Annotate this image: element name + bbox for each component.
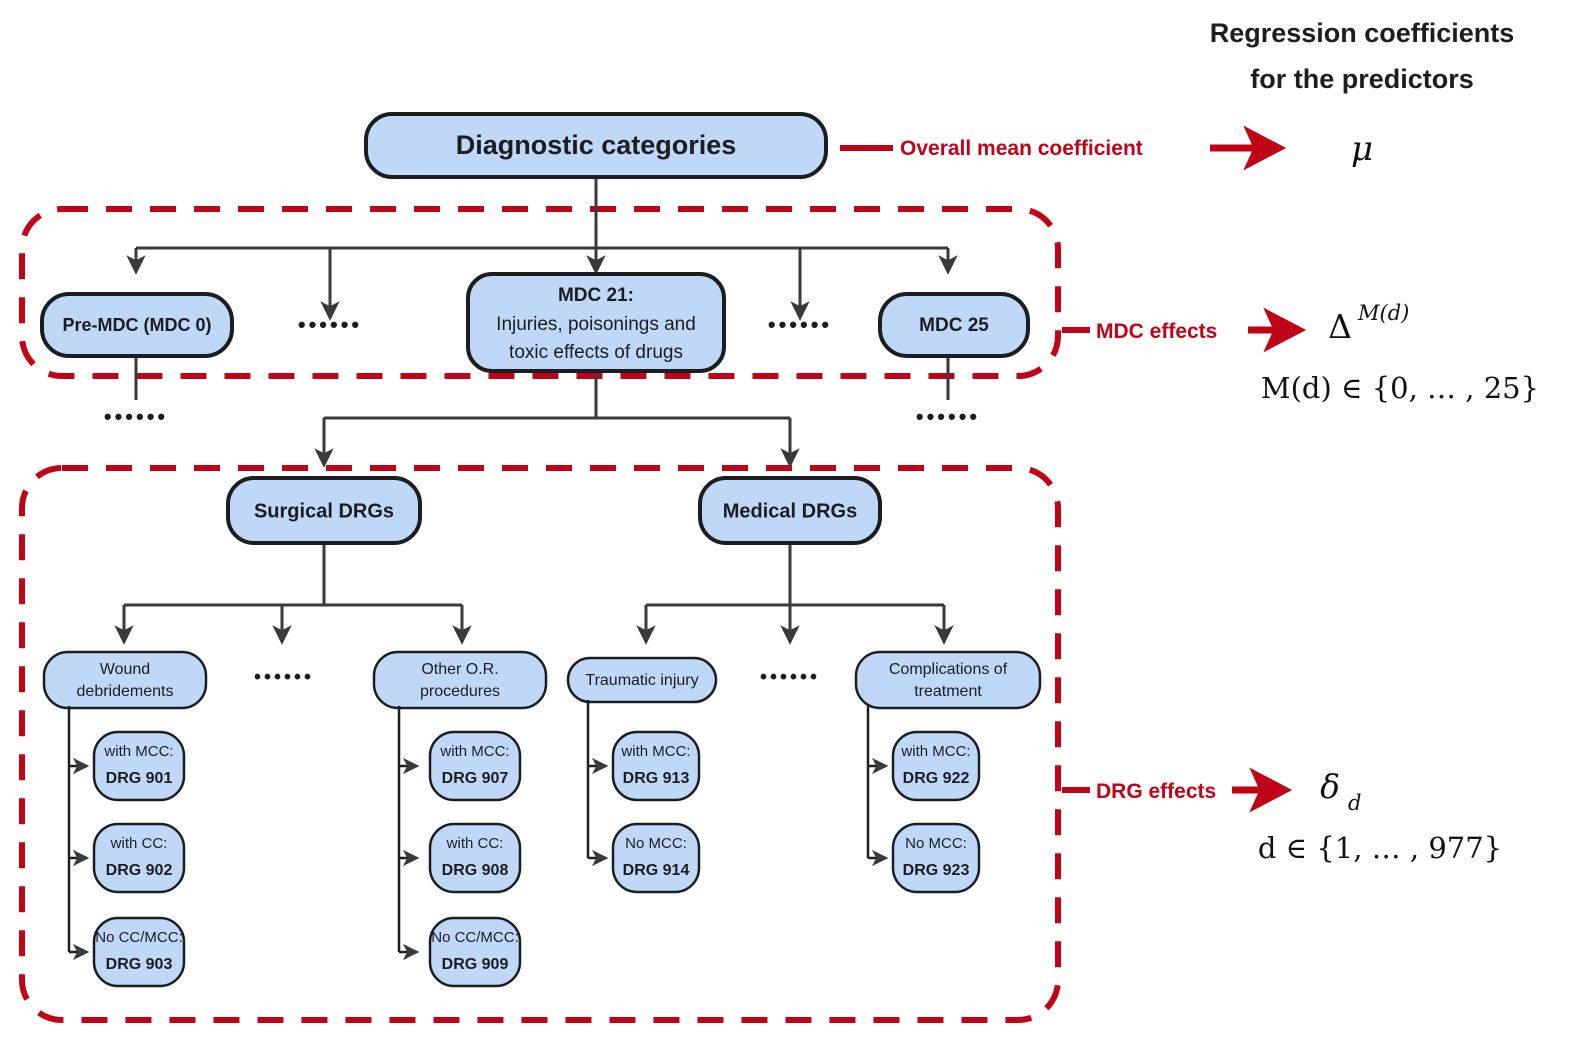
node-drg-913[interactable]: with MCC: DRG 913	[611, 730, 701, 802]
header-line-1: Regression coefficients	[1210, 18, 1515, 48]
node-label-line-1: Wound	[100, 661, 150, 678]
mdc-effects-dashed-region	[19, 206, 1061, 379]
node-complications-of-treatment[interactable]: Complications of treatment	[854, 650, 1042, 710]
condition-label: with MCC:	[620, 743, 690, 760]
symbol-delta-mdc: Δ M(d)	[1328, 301, 1409, 346]
drg-code: DRG 913	[623, 770, 690, 787]
drg-range: d ∈ {1, … , 977}	[1258, 831, 1502, 865]
node-label-line-1: Complications of	[889, 661, 1008, 678]
mdc-range: M(d) ∈ {0, … , 25}	[1261, 371, 1539, 405]
node-traumatic-injury[interactable]: Traumatic injury	[566, 656, 718, 704]
symbol-subscript: d	[1348, 791, 1361, 815]
connector-traumatic-injury-children	[586, 700, 609, 867]
symbol-superscript: M(d)	[1357, 301, 1409, 325]
annotation-label: Overall mean coefficient	[900, 137, 1143, 160]
annotation-mdc-effects: MDC effects Δ M(d) M(d) ∈ {0, … , 25}	[1062, 301, 1539, 405]
node-wound-debridements[interactable]: Wound debridements	[42, 650, 208, 710]
condition-label: with MCC:	[900, 743, 970, 760]
ellipsis-medical: ••••••	[760, 666, 820, 688]
node-label-line-2: treatment	[914, 683, 982, 700]
connector-mdc-stubs	[134, 356, 950, 400]
svg-text:Δ: Δ	[1328, 307, 1352, 346]
node-drg-908[interactable]: with CC: DRG 908	[428, 822, 522, 894]
node-diagnostic-categories[interactable]: Diagnostic categories	[364, 112, 828, 179]
node-drg-909[interactable]: No CC/MCC: DRG 909	[428, 916, 522, 988]
condition-label: No MCC:	[625, 835, 687, 852]
node-label-line-2: debridements	[77, 683, 174, 700]
node-surgical-drgs[interactable]: Surgical DRGs	[226, 476, 422, 545]
node-label: Diagnostic categories	[456, 130, 737, 160]
drg-code: DRG 909	[442, 956, 509, 973]
node-label-line-1: MDC 21:	[558, 285, 634, 306]
connector-surgical-to-categories	[114, 543, 472, 645]
node-label: Pre-MDC (MDC 0)	[62, 315, 211, 335]
node-label-line-1: Other O.R.	[421, 661, 498, 678]
header-line-2: for the predictors	[1250, 64, 1474, 94]
drg-code: DRG 922	[903, 770, 970, 787]
node-drg-923[interactable]: No MCC: DRG 923	[891, 822, 981, 894]
connector-complications-children	[866, 706, 889, 867]
drg-code: DRG 903	[106, 956, 173, 973]
annotation-label: DRG effects	[1096, 780, 1216, 803]
drg-code: DRG 907	[442, 770, 509, 787]
drg-code: DRG 914	[623, 862, 690, 879]
connector-root-to-mdc	[126, 177, 958, 321]
annotation-drg-effects: DRG effects δ d d ∈ {1, … , 977}	[1062, 767, 1502, 865]
condition-label: with MCC:	[103, 743, 173, 760]
connector-wound-debridements-children	[67, 706, 90, 961]
node-label-line-3: toxic effects of drugs	[509, 342, 683, 363]
node-pre-mdc[interactable]: Pre-MDC (MDC 0)	[40, 292, 234, 358]
annotation-label: MDC effects	[1096, 320, 1217, 343]
drg-effects-dashed-region	[19, 465, 1061, 1023]
node-label-line-2: Injuries, poisonings and	[496, 314, 696, 335]
connector-medical-to-categories	[636, 543, 954, 645]
node-drg-903[interactable]: No CC/MCC: DRG 903	[92, 916, 186, 988]
drg-code: DRG 908	[442, 862, 509, 879]
condition-label: No CC/MCC:	[95, 929, 183, 946]
condition-label: with MCC:	[439, 743, 509, 760]
condition-label: No MCC:	[905, 835, 967, 852]
node-mdc-25[interactable]: MDC 25	[878, 292, 1030, 358]
connector-mdc21-to-drg-groups	[314, 371, 800, 468]
ellipsis-mdc-1: ••••••	[298, 312, 362, 337]
condition-label: with CC:	[110, 835, 168, 852]
ellipsis-mdc-2: ••••••	[768, 312, 832, 337]
condition-label: No CC/MCC:	[431, 929, 519, 946]
drg-code: DRG 901	[106, 770, 173, 787]
svg-text:δ: δ	[1320, 767, 1340, 806]
annotation-overall-mean: Overall mean coefficient μ	[840, 125, 1373, 171]
node-label: MDC 25	[919, 315, 989, 336]
node-drg-901[interactable]: with MCC: DRG 901	[92, 730, 186, 802]
ellipsis-below-mdc-25: ••••••	[916, 404, 980, 429]
node-other-or-procedures[interactable]: Other O.R. procedures	[372, 650, 548, 710]
symbol-mu: μ	[1351, 129, 1373, 169]
node-label: Surgical DRGs	[254, 500, 394, 522]
page-title: Regression coefficients for the predicto…	[1210, 18, 1515, 94]
node-label: Medical DRGs	[723, 500, 857, 522]
drg-code: DRG 902	[106, 862, 173, 879]
node-label: Traumatic injury	[585, 672, 698, 689]
node-drg-907[interactable]: with MCC: DRG 907	[428, 730, 522, 802]
node-label-line-2: procedures	[420, 683, 500, 700]
node-drg-914[interactable]: No MCC: DRG 914	[611, 822, 701, 894]
drg-code: DRG 923	[903, 862, 970, 879]
symbol-delta-drg: δ d	[1320, 767, 1361, 815]
ellipsis-below-pre-mdc: ••••••	[104, 404, 168, 429]
node-medical-drgs[interactable]: Medical DRGs	[698, 476, 882, 545]
condition-label: with CC:	[446, 835, 504, 852]
node-drg-902[interactable]: with CC: DRG 902	[92, 822, 186, 894]
node-mdc-21[interactable]: MDC 21: Injuries, poisonings and toxic e…	[466, 272, 726, 373]
ellipsis-surgical: ••••••	[254, 666, 314, 688]
connector-other-or-children	[397, 706, 420, 961]
node-drg-922[interactable]: with MCC: DRG 922	[891, 730, 981, 802]
